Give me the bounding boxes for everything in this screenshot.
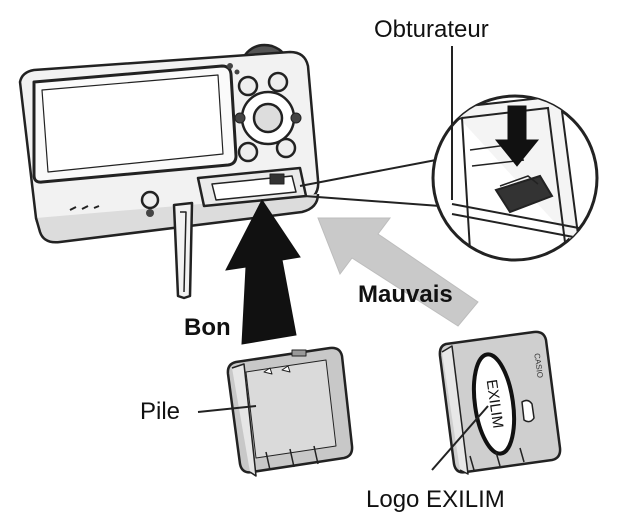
camera-illustration	[18, 43, 320, 300]
label-correct: Bon	[184, 314, 231, 341]
exilim-logo-text: EXILIM	[483, 378, 507, 429]
correct-direction-arrow	[225, 199, 301, 345]
incorrect-direction-arrow	[317, 217, 479, 327]
battery-leader-line	[197, 405, 257, 413]
battery-brand-text: CASIO	[532, 353, 544, 379]
zoom-callout-lines	[299, 159, 441, 207]
label-battery: Pile	[140, 398, 181, 425]
label-logo: Logo EXILIM	[366, 486, 505, 513]
label-shutter: Obturateur	[374, 16, 489, 43]
label-incorrect: Mauvais	[358, 281, 453, 308]
battery-incorrect-orientation	[438, 330, 562, 475]
battery-correct-orientation	[226, 346, 354, 477]
shutter-zoom-detail	[431, 94, 599, 262]
logo-leader-line	[431, 405, 489, 471]
